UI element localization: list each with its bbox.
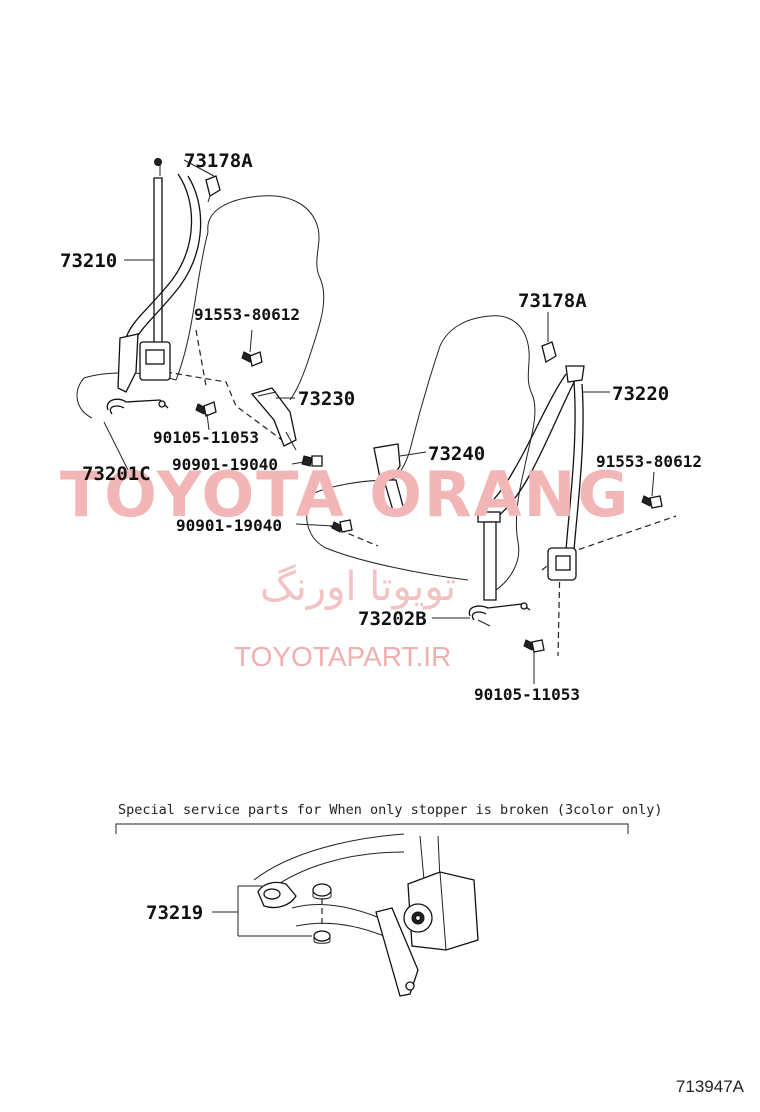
left-stopper[interactable] (106, 398, 169, 415)
label-right-belt-assy: 73220 (612, 383, 669, 405)
left-buckle[interactable] (250, 387, 297, 451)
watermark-brand-latin: TOYOTA ORANG (60, 458, 630, 531)
label-left-bolt-top: 91553-80612 (194, 305, 300, 324)
right-leader-lines (295, 391, 655, 684)
label-right-bolt-bottom: 90105-11053 (474, 685, 580, 704)
right-bolt-bottom[interactable] (523, 639, 545, 653)
detail-note: Special service parts for When only stop… (118, 802, 663, 818)
watermark-site: TOYOTAPART.IR (234, 641, 451, 672)
label-left-belt-assy: 73210 (60, 250, 117, 272)
left-buckle-bolt[interactable] (301, 455, 323, 467)
label-right-bolt-buckle: 90901-19040 (176, 516, 282, 535)
detail-bracket (115, 823, 629, 834)
right-seat-belt-assembly[interactable] (477, 365, 585, 601)
label-left-bolt-bottom: 90105-11053 (153, 428, 259, 447)
right-bolt-top[interactable] (641, 495, 663, 509)
label-detail-stopper-kit: 73219 (146, 902, 203, 924)
diagram-code: 713947A (676, 1077, 745, 1096)
label-right-bolt-top: 91553-80612 (596, 452, 702, 471)
left-leader-lines (103, 159, 305, 471)
right-seat-outline (306, 315, 677, 657)
right-stopper[interactable] (468, 602, 531, 627)
label-left-stopper: 73201C (82, 463, 151, 485)
left-bolt-bottom[interactable] (195, 401, 217, 417)
label-right-anchor-cover: 73178A (518, 290, 587, 312)
right-anchor-cover[interactable] (541, 312, 557, 364)
left-seat-belt-assembly[interactable] (117, 158, 202, 393)
detail-stopper-kit[interactable] (257, 881, 332, 944)
label-left-anchor-cover: 73178A (184, 150, 253, 172)
detail-leader (212, 885, 312, 937)
detail-retractor-illustration (253, 833, 479, 997)
watermark-brand-persian: تویوتا اورنگ (260, 564, 456, 610)
label-right-buckle: 73240 (428, 443, 485, 465)
left-anchor-cover[interactable] (205, 175, 221, 203)
label-right-stopper: 73202B (358, 608, 427, 630)
label-left-bolt-buckle: 90901-19040 (172, 455, 278, 474)
left-bolt-top[interactable] (241, 351, 263, 367)
label-left-buckle: 73230 (298, 388, 355, 410)
right-buckle[interactable] (373, 443, 405, 515)
